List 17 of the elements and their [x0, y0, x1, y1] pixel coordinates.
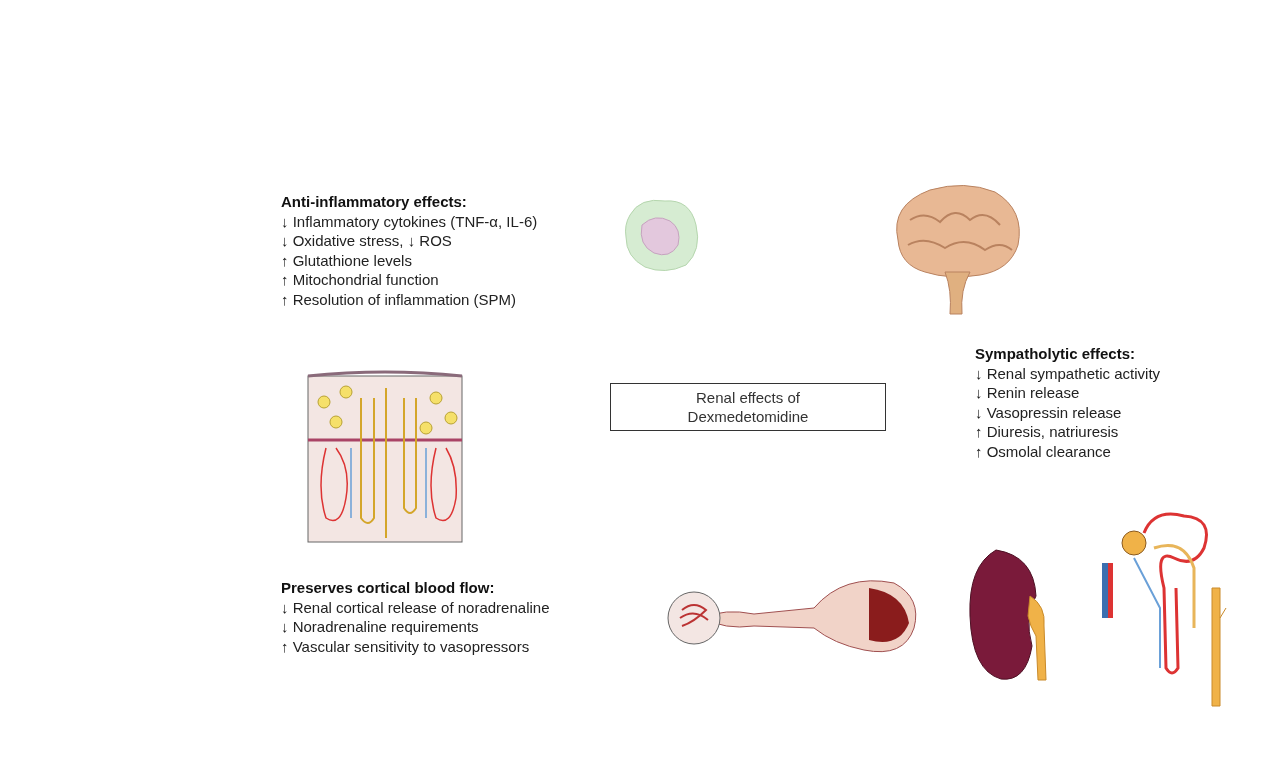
effect-item: ↑ Vascular sensitivity to vasopressors — [281, 636, 530, 656]
section-heading: Anti-inflammatory effects: — [281, 192, 467, 211]
effect-item: ↓ Renal sympathetic activity — [975, 363, 1161, 383]
effect-item: ↑ Resolution of inflammation (SPM) — [281, 289, 517, 309]
effect-item: ↓ Vasopressin release — [975, 402, 1122, 422]
effect-item: ↑ Glutathione levels — [281, 250, 412, 270]
effect-item: ↓ Renin release — [975, 383, 1080, 402]
effect-item: ↓ Renal cortical release of noradrenaline — [281, 597, 550, 617]
effect-item: ↑ Mitochondrial function — [281, 270, 439, 289]
section-heading: Sympatholytic effects: — [975, 344, 1136, 363]
effect-item: ↓ Oxidative stress, ↓ ROS — [281, 231, 452, 250]
effect-item: ↓ Noradrenaline requirements — [281, 617, 479, 636]
section-heading: Preserves cortical blood flow: — [281, 578, 495, 597]
effect-item: ↑ Osmolal clearance — [975, 441, 1111, 461]
effect-item: ↑ Diuresis, natriuresis — [975, 422, 1119, 441]
title-box: Renal effects of Dexmedetomidine — [610, 383, 886, 431]
effect-item: ↓ Inflammatory cytokines (TNF-α, IL-6) — [281, 211, 538, 231]
